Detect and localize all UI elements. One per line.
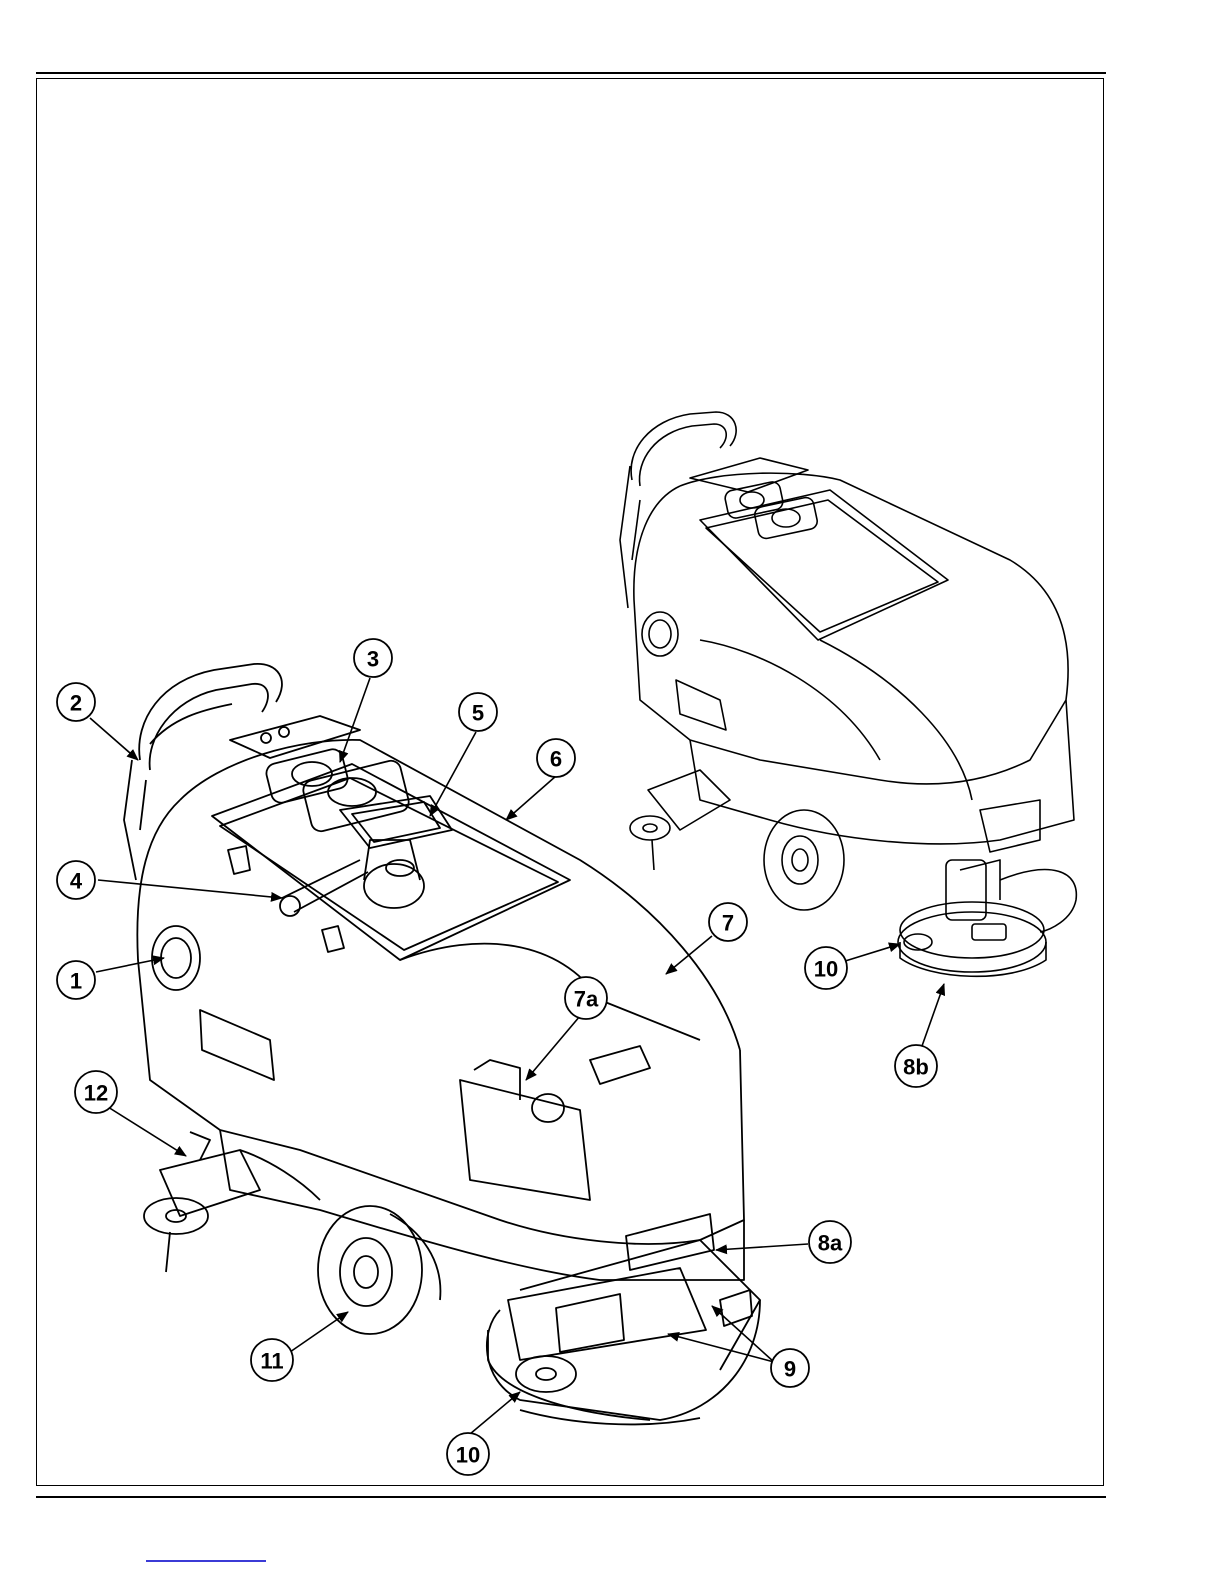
callout-12: 12 — [84, 1081, 108, 1106]
callout-7a: 7a — [574, 987, 599, 1012]
callout-10-small: 10 — [814, 957, 838, 982]
main-machine-drawing — [124, 664, 760, 1425]
callout-2: 2 — [70, 691, 82, 716]
callout-10-main: 10 — [456, 1443, 480, 1468]
callout-7: 7 — [722, 911, 734, 936]
callout-11: 11 — [260, 1349, 283, 1374]
callout-labels: 2 3 5 6 4 1 7 7a 8a 9 12 11 10 10 8b — [70, 647, 929, 1468]
callout-5: 5 — [472, 701, 484, 726]
callout-4: 4 — [70, 869, 83, 894]
callout-1: 1 — [70, 969, 82, 994]
callout-9: 9 — [784, 1357, 796, 1382]
callout-8a: 8a — [818, 1231, 843, 1256]
callout-6: 6 — [550, 747, 562, 772]
callout-circles — [57, 639, 937, 1475]
callout-3: 3 — [367, 647, 379, 672]
callout-8b: 8b — [903, 1055, 929, 1080]
small-machine-drawing — [620, 412, 1076, 976]
